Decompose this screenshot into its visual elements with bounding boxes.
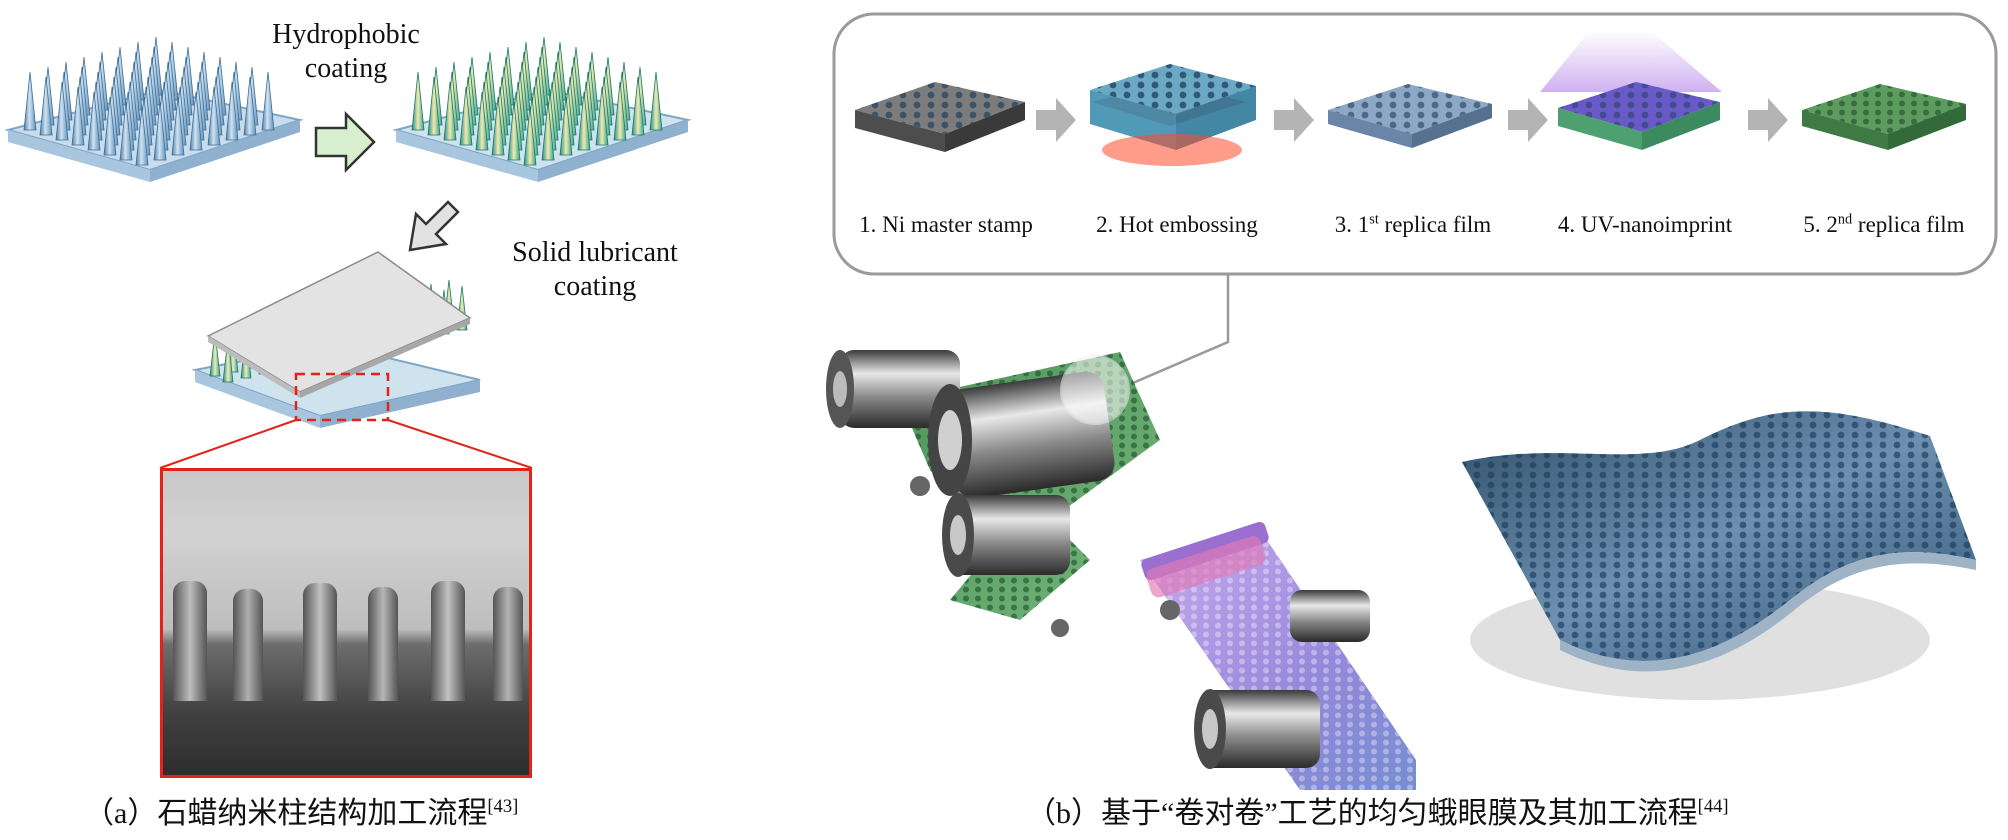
step2-label-text: 2. Hot embossing [1096,212,1258,237]
step5-second-replica-image [1802,84,1966,150]
moth-eye-film-image [1462,411,1976,700]
caption-a: （a）石蜡纳米柱结构加工流程[43] [84,796,518,832]
zoom-line-right [387,419,533,469]
nanopillar [427,76,441,136]
step3-label-sup: st [1369,211,1379,228]
nanopillar [631,76,645,136]
zoom-line-left [159,419,297,469]
nanopillar [443,81,457,141]
nanopillar [577,91,591,151]
nanopillar [507,101,521,161]
step5-label-sup: nd [1837,211,1853,228]
step1-label: 1. Ni master stamp [846,212,1046,238]
nanopillar [222,337,234,383]
step3-label-rest: replica film [1378,212,1492,237]
hydrophobic-label-line1: Hydrophobic [272,19,420,50]
callout-line [1111,274,1230,394]
caption-b-text: （b）基于“卷对卷”工艺的均匀蛾眼膜及其加工流程 [1026,797,1698,830]
nanopillar [207,86,221,146]
step4-label: 4. UV-nanoimprint [1550,212,1740,238]
nanopillar [541,101,555,161]
nanopillar [135,106,149,166]
step4-uv-nanoimprint-image [1540,30,1722,150]
nanopillar [243,76,257,136]
nanopillar [87,91,101,151]
step5-label-text: 5. 2 [1803,212,1838,237]
nanopillar [649,71,663,131]
zoom-region-box [294,372,390,422]
nanopillar [459,86,473,146]
solid-lubricant-label: Solid lubricant coating [482,236,708,304]
sem-micrograph [160,468,532,778]
nanopillar [71,86,85,146]
step5-label-rest: replica film [1852,212,1965,237]
step3-replica-film-image [1328,84,1492,148]
nanopillar [225,81,239,141]
step1-label-text: 1. Ni master stamp [859,212,1033,237]
nanopillar [119,101,133,161]
nanopillar [491,96,505,156]
caption-a-ref: [43] [487,795,519,817]
pillar-array-coated [392,36,692,182]
nanopillar [559,96,573,156]
hydrophobic-label: Hydrophobic coating [246,18,446,86]
step4-label-text: 4. UV-nanoimprint [1557,212,1733,237]
step1-ni-stamp-image [855,82,1025,152]
nanopillar [261,71,275,131]
down-left-arrow-icon [408,200,460,252]
nanopillar [189,91,203,151]
step-arrows [1036,98,1788,142]
nanopillar [153,101,167,161]
step2-hot-embossing-image [1090,64,1256,166]
pillar-array-lubricated [191,251,481,428]
nanopillar [613,81,627,141]
nanopillar [55,81,69,141]
nanopillar [411,71,425,131]
nanopillar [475,91,489,151]
nanopillar [23,71,37,131]
right-arrow-icon [314,110,376,174]
nanopillar [171,96,185,156]
solid-lubricant-label-line1: Solid lubricant [512,237,678,268]
nanopillar [595,86,609,146]
caption-b-ref: [44] [1697,795,1729,817]
pillar-array-uncoated [4,36,304,182]
nanopillar [209,331,221,377]
step3-label-text: 3. 1 [1334,212,1370,237]
nanopillar [523,106,537,166]
step2-label: 2. Hot embossing [1082,212,1272,238]
roll-to-roll-machine [826,350,1416,790]
solid-lubricant-label-line2: coating [553,271,637,302]
nanopillar [39,76,53,136]
step3-label: 3. 1st replica film [1318,212,1508,238]
caption-b: （b）基于“卷对卷”工艺的均匀蛾眼膜及其加工流程[44] [1026,796,1729,832]
nanopillar [103,96,117,156]
hydrophobic-label-line2: coating [304,53,388,84]
caption-a-text: （a）石蜡纳米柱结构加工流程 [84,797,488,830]
step5-label: 5. 2nd replica film [1776,212,1992,238]
